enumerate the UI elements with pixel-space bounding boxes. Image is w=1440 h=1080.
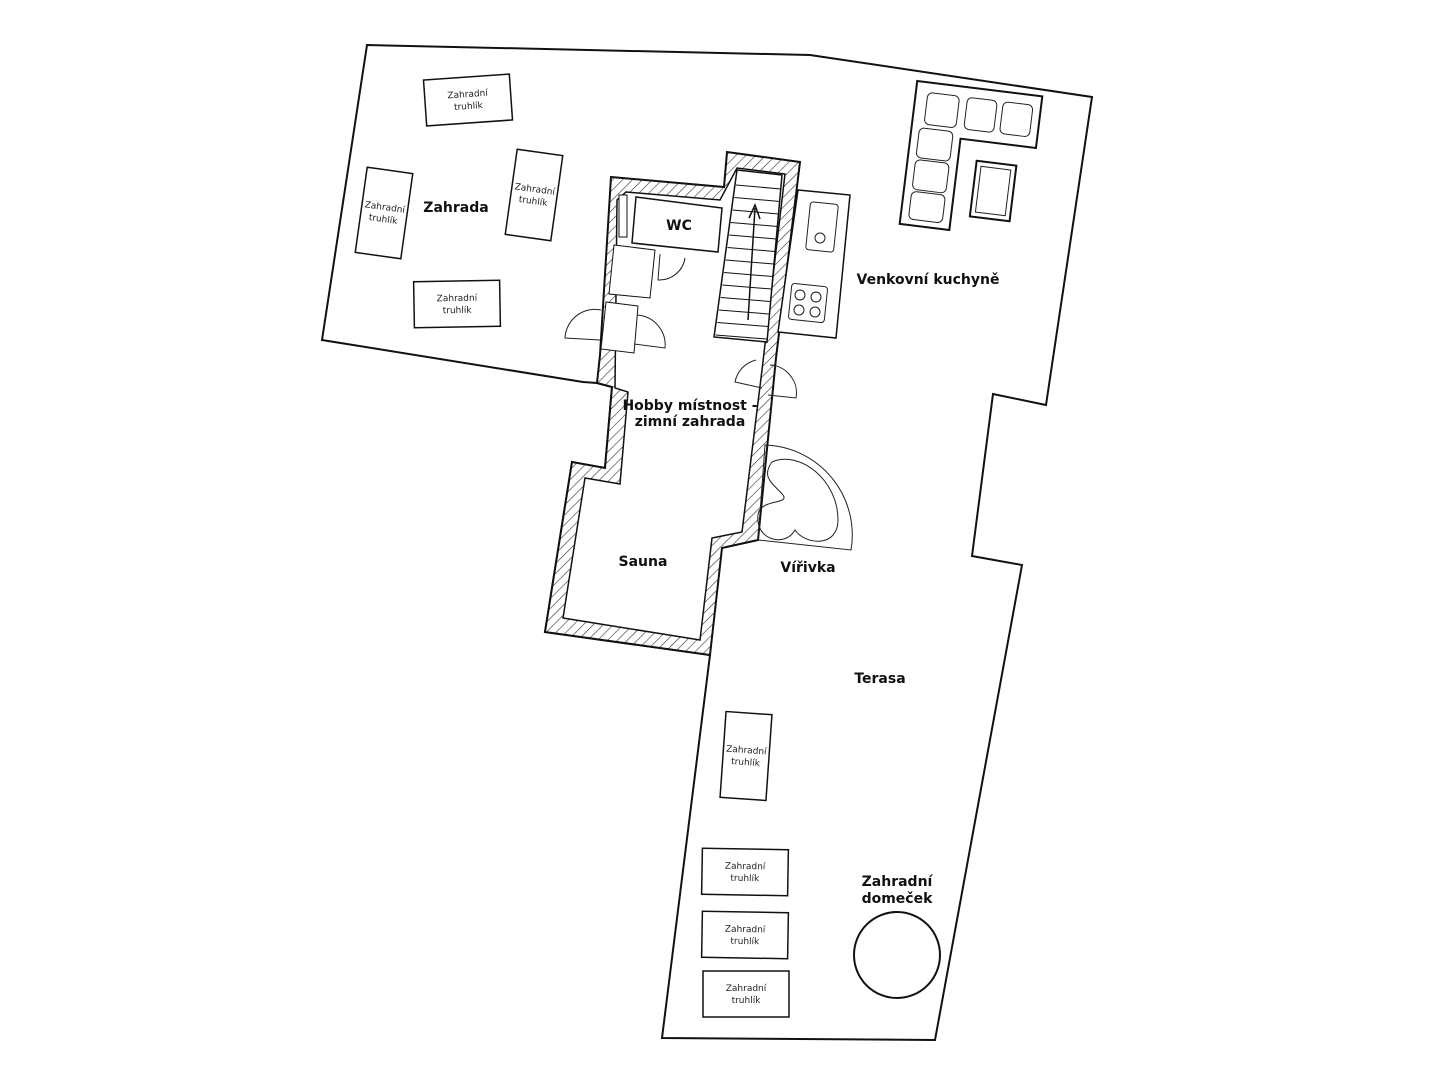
storage-room [608, 244, 656, 299]
room-label-terrace: Terasa [854, 671, 905, 687]
room-label-zahrada: Zahrada [423, 200, 488, 216]
planter-label: truhlík [368, 213, 399, 227]
outdoor-kitchen-counter [777, 189, 851, 339]
door-swing [767, 364, 797, 399]
room-label-shed-line2: domeček [862, 891, 934, 907]
planter-label: Zahradní [725, 925, 766, 936]
planter-label: truhlík [731, 757, 761, 769]
planter-label: truhlík [443, 306, 473, 317]
stair-step [720, 297, 771, 302]
planter-label: truhlík [454, 101, 484, 113]
room-label-hobby-line2: zimní zahrada [635, 414, 746, 430]
garden-planter: Zahradní truhlík [702, 970, 790, 1018]
room-label-wc: WC [666, 218, 692, 234]
stair-step [727, 247, 776, 252]
stair-step [717, 322, 768, 327]
door-swing [734, 359, 763, 389]
coffee-table [968, 159, 1018, 223]
corner-sofa [898, 79, 1044, 232]
staircase [713, 169, 783, 343]
arrow-up-icon [748, 203, 761, 220]
room-label-kitchen: Venkovní kuchyně [857, 272, 1000, 288]
wc-room [631, 196, 723, 253]
hot-tub [757, 444, 853, 551]
planter-label: truhlík [732, 996, 762, 1006]
cooktop-icon [788, 283, 828, 323]
stair-step [718, 309, 770, 315]
planter-label: truhlík [730, 937, 760, 948]
door-swing [633, 314, 666, 349]
sink-icon [805, 201, 839, 253]
plot-boundary [320, 43, 1094, 1042]
wall-niche [618, 194, 628, 238]
stair-step [725, 259, 774, 265]
door-swing [564, 308, 602, 341]
door-swing [657, 253, 686, 281]
stair-step [732, 209, 779, 215]
stair-step [715, 334, 767, 340]
stair-step [722, 284, 772, 290]
room-label-sauna: Sauna [619, 554, 668, 570]
room-label-shed-line1: Zahradní [862, 874, 934, 890]
planter-label: Zahradní [725, 862, 766, 873]
garden-shed [853, 911, 941, 999]
stair-step [735, 184, 782, 190]
stair-step [724, 272, 773, 277]
stair-step [734, 197, 780, 202]
planter-label: truhlík [730, 874, 760, 885]
planter-label: truhlík [518, 195, 549, 209]
planter-label: Zahradní [447, 89, 489, 102]
room-label-hobby-line1: Hobby místnost - [622, 398, 757, 414]
planter-label: Zahradní [437, 294, 478, 305]
planter-label: Zahradní [726, 745, 768, 758]
room-label-hot-tub: Vířivka [780, 560, 835, 576]
planter-label: Zahradní [726, 984, 767, 994]
passage [600, 301, 639, 354]
